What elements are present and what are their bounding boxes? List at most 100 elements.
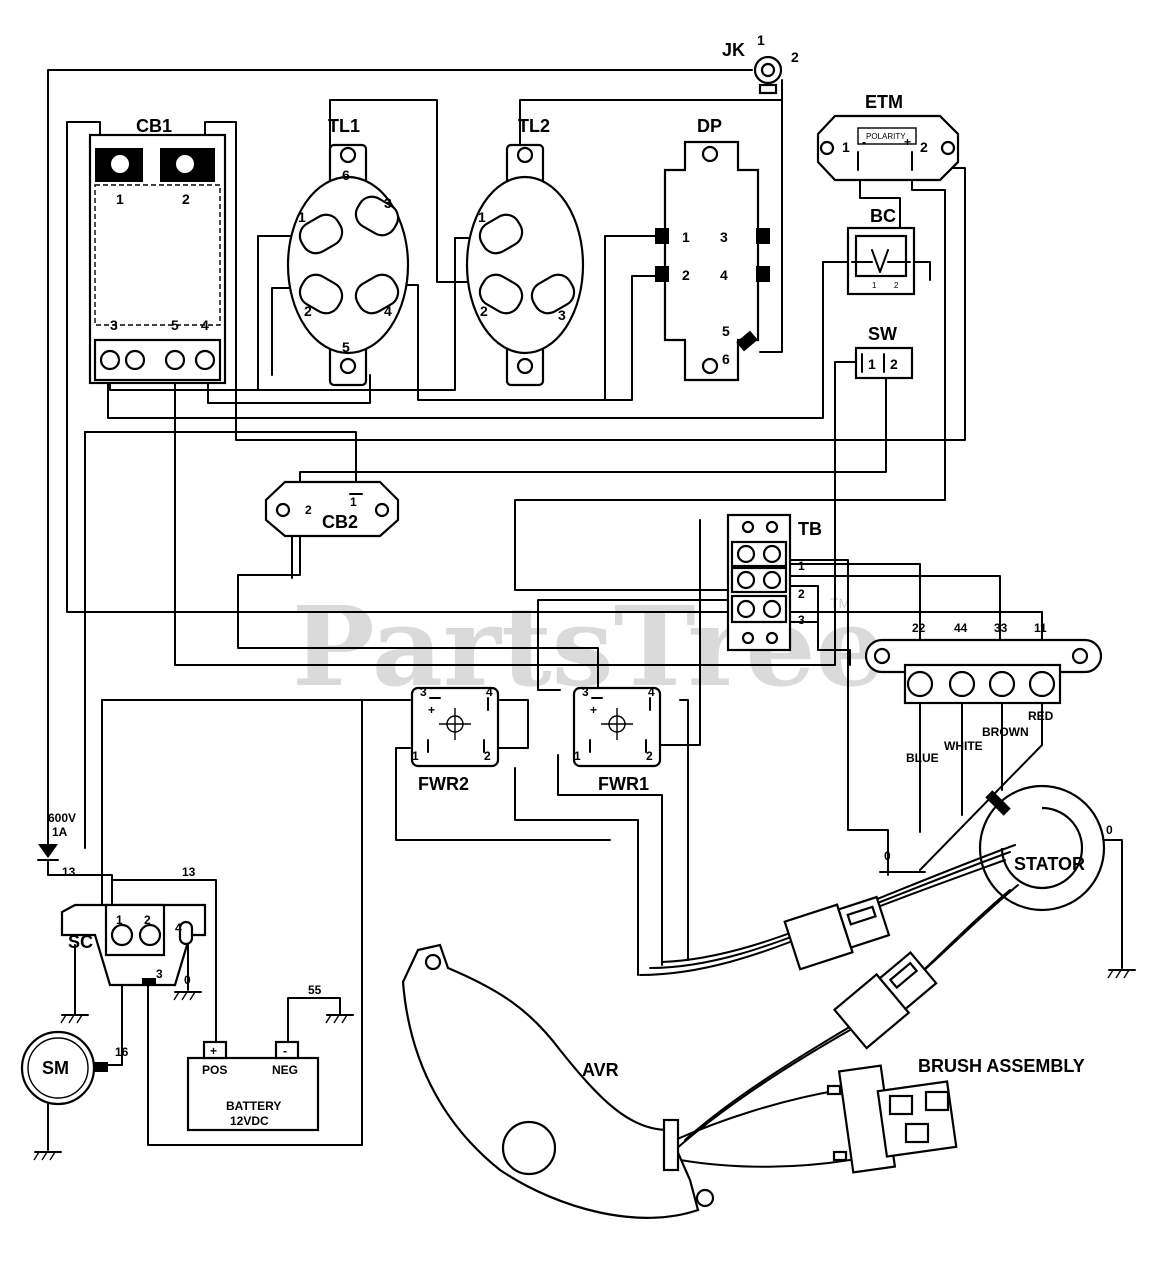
tl1-pin-1: 1 — [298, 209, 306, 225]
wire-cb1-2 — [204, 121, 966, 441]
wire-harness — [639, 844, 1019, 1168]
dp-label: DP — [697, 116, 722, 136]
wire-number-0-right: 0 — [1106, 823, 1113, 837]
lead-grommet-22 — [906, 670, 934, 698]
harness-connector-upper — [783, 895, 891, 971]
tl2-pin-3: 3 — [558, 307, 566, 323]
tl2-pin-2: 2 — [480, 303, 488, 319]
tl2-top-screw — [516, 146, 534, 164]
wire-tb1-22 — [789, 563, 921, 651]
wire-cb1-sw — [174, 361, 859, 666]
wire-etm-tb — [514, 151, 946, 591]
jk-pin-2: 2 — [791, 49, 799, 65]
etm-body — [816, 114, 960, 182]
harness-wire-6 — [674, 1089, 841, 1141]
fwr2-pin-2: 2 — [484, 749, 491, 763]
sc-pin-2: 2 — [144, 913, 151, 927]
tb-screw-3b — [762, 599, 782, 619]
stator: STATOR — [978, 784, 1106, 912]
tl1-pin-4: 4 — [384, 303, 392, 319]
fwr1-pin-4: 4 — [648, 685, 655, 699]
brush-1 — [888, 1094, 914, 1116]
cb2-label: CB2 — [322, 512, 358, 532]
avr-label: AVR — [582, 1060, 619, 1080]
wire-stator-ground — [1099, 839, 1123, 969]
wire-bc-2 — [909, 261, 931, 281]
dp-top-screw — [701, 145, 719, 163]
cb2-body — [264, 480, 400, 538]
wire-55 — [287, 997, 341, 1043]
tb-screw-2b — [762, 570, 782, 590]
fwr2-plus: + — [428, 703, 435, 717]
wire-number-55: 55 — [308, 983, 322, 997]
fwr1-rectifier: + FWR1 3 4 1 2 — [572, 685, 662, 794]
cb1-pin-1: 1 — [116, 191, 124, 207]
tl1-pin-3: 3 — [384, 195, 392, 211]
cb1-pin-3: 3 — [110, 317, 118, 333]
tl2-pin-1: 1 — [478, 209, 486, 225]
sc-terminal-4 — [178, 920, 194, 946]
connector-lower-latch — [888, 961, 919, 990]
dp-term-3 — [756, 228, 770, 244]
tl1-pin-5: 5 — [342, 339, 350, 355]
etm-polarity-text: POLARITY — [866, 132, 906, 141]
avr-regulator: AVR — [401, 943, 715, 1219]
avr-hole — [501, 1120, 557, 1176]
dp-body — [663, 140, 760, 382]
grounds — [33, 969, 1136, 1161]
tb-screw-1b — [762, 544, 782, 564]
wire-fwr1-4 — [679, 699, 689, 961]
wire-fwr1-1-avr — [557, 754, 663, 966]
bc-connector: BC 1 2 — [846, 206, 916, 296]
cb1-pin-4: 4 — [201, 317, 209, 333]
wire-tb-zero — [789, 559, 889, 876]
dp-pin-2: 2 — [682, 267, 690, 283]
wires — [47, 69, 1123, 1151]
wire-fwr2-avr — [514, 767, 639, 976]
cb1-pin-2: 2 — [182, 191, 190, 207]
cb1-screw-5 — [164, 349, 186, 371]
etm-label: ETM — [865, 92, 903, 112]
dp-outlet: DP 1 2 3 4 5 6 — [655, 116, 770, 382]
bc-pin-2: 2 — [894, 281, 899, 290]
dp-bottom-screw — [701, 357, 719, 375]
cb1-screw-3 — [99, 349, 121, 371]
dp-pin-6: 6 — [722, 351, 730, 367]
dp-pin-5: 5 — [722, 323, 730, 339]
wire-jk-dp — [759, 79, 783, 353]
jk-connector: JK 1 2 — [722, 32, 799, 95]
ground-sc-icon — [60, 1014, 89, 1024]
sc-solenoid: SC 1 2 3 4 — [60, 903, 207, 987]
wire-tb-fwr1 — [537, 599, 729, 691]
wire-13-battery — [111, 879, 217, 1043]
stator-lead-bundle — [985, 790, 1011, 816]
fwr1-pin-1: 1 — [574, 749, 581, 763]
etm-meter: POLARITY - + ETM 1 2 — [816, 92, 960, 182]
cb1-inner — [94, 184, 221, 326]
bc-contact — [871, 249, 889, 273]
avr-wire-exit — [662, 1118, 680, 1172]
lead-color-brown: BROWN — [982, 725, 1029, 739]
wire-cb1-bc — [107, 261, 851, 419]
sw-pin-1: 1 — [868, 356, 876, 372]
ground-stator-icon — [1107, 969, 1136, 979]
tl1-bottom-screw — [339, 357, 357, 375]
dp-term-2 — [655, 266, 669, 282]
cb2-pin-2: 2 — [305, 503, 312, 517]
wire-cb1-4 — [207, 374, 371, 404]
avr-mount-hole-bottom — [695, 1188, 715, 1208]
wire-cb1-1 — [66, 121, 1043, 651]
harness-connector-lower — [832, 950, 938, 1050]
cb2-breaker: CB2 2 1 — [264, 480, 400, 538]
dp-term-1 — [655, 228, 669, 244]
dp-term-4 — [756, 266, 770, 282]
dp-pin-1: 1 — [682, 229, 690, 245]
wire-red — [919, 699, 1043, 871]
wire-tl2-top — [519, 99, 783, 151]
tl1-slot-4 — [354, 273, 400, 315]
fwr2-pin-3: 3 — [420, 685, 427, 699]
ground-sm-icon — [33, 1151, 62, 1161]
sc-terminal-3 — [142, 978, 156, 984]
sm-terminal — [94, 1062, 108, 1072]
